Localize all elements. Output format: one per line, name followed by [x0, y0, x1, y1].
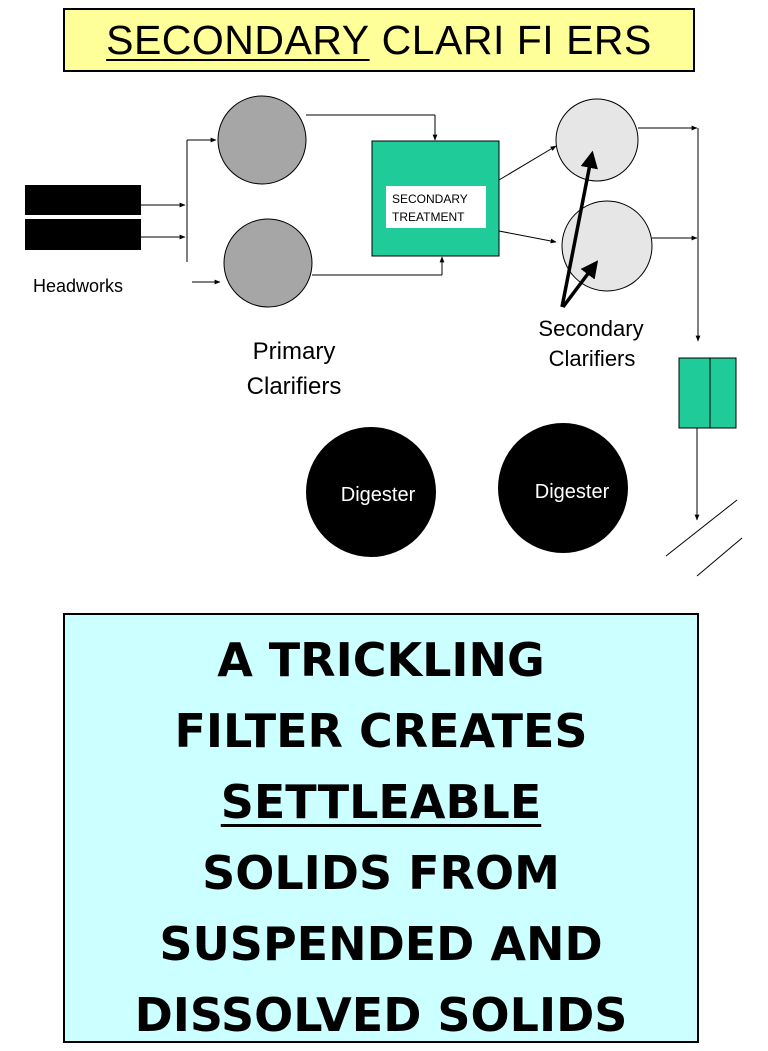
- secondary-clarifier-top: [555, 98, 639, 182]
- disinfection-unit: [678, 357, 737, 429]
- secondary-clarifiers-label-line1: Secondary: [538, 316, 643, 341]
- callout-line-4: SOLIDS FROM: [202, 846, 560, 900]
- digester-left-label: Digester: [341, 484, 416, 506]
- digester-right-label: Digester: [535, 481, 610, 503]
- process-flow-diagram: Headworks Primary Clarifiers SECONDARY T…: [25, 95, 743, 577]
- digester-right: [498, 423, 628, 553]
- outfall-line: [696, 537, 743, 577]
- callout-line-6: DISSOLVED SOLIDS: [134, 988, 628, 1042]
- flow-line: [498, 145, 557, 181]
- callout-line-3-text: SETTLEABLE: [220, 775, 542, 829]
- trickling-filter-callout: A TRICKLING FILTER CREATES SETTLEABLE SO…: [63, 613, 699, 1043]
- headworks-block-top: [25, 185, 141, 215]
- callout-line-5: SUSPENDED AND: [159, 917, 603, 971]
- title-word-clarifiers: CLARI FI ERS: [381, 16, 652, 63]
- secondary-clarifiers-label-line2: Clarifiers: [549, 346, 636, 371]
- secondary-treatment-label-box: [386, 186, 486, 228]
- callout-line-1: A TRICKLING: [217, 633, 545, 687]
- pointer-arrow: [560, 150, 598, 308]
- digester-left: [306, 427, 436, 557]
- secondary-treatment-label-line2: TREATMENT: [392, 210, 465, 224]
- headworks-block-bottom: [25, 219, 141, 250]
- pointer-arrow: [561, 260, 599, 309]
- flow-line: [498, 230, 557, 244]
- secondary-treatment-label-line1: SECONDARY: [392, 192, 468, 206]
- headworks-label: Headworks: [33, 276, 123, 296]
- outfall-line: [665, 499, 738, 557]
- title-word-secondary: SECONDARY: [106, 16, 370, 63]
- primary-clarifier-top: [217, 95, 307, 185]
- callout-line-3: SETTLEABLE: [65, 767, 697, 838]
- callout-line-2: FILTER CREATES: [174, 704, 588, 758]
- primary-clarifiers-label-line1: Primary: [253, 338, 336, 365]
- primary-clarifier-bottom: [223, 218, 313, 308]
- primary-clarifiers-label-line2: Clarifiers: [247, 373, 342, 400]
